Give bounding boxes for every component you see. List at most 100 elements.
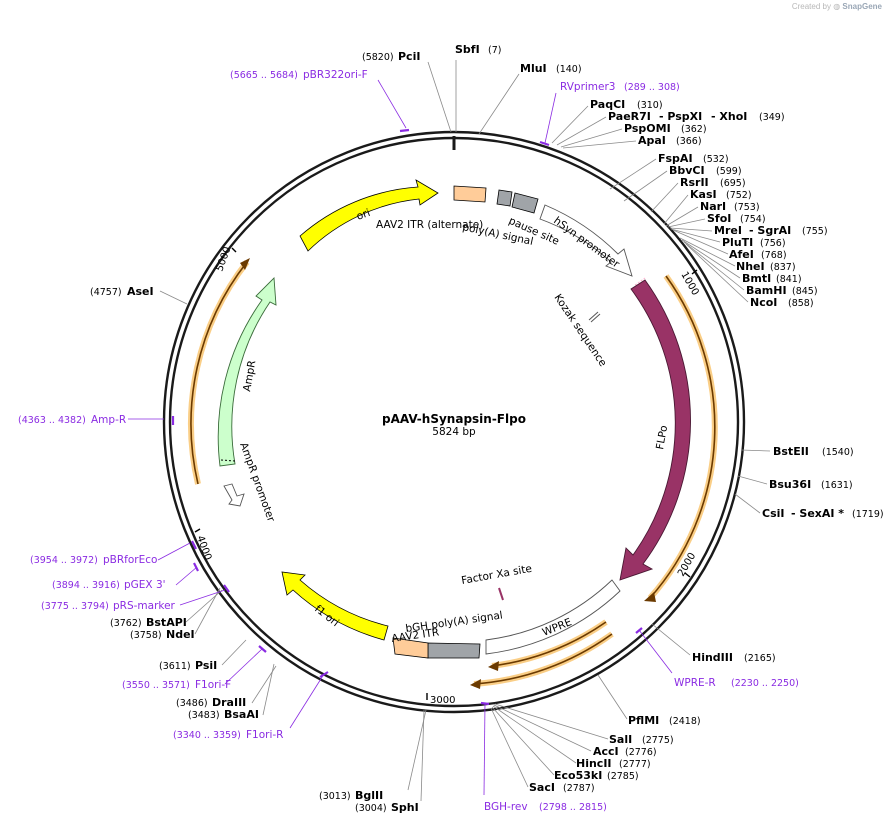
orf-band-lower-2-head <box>470 679 481 689</box>
leader-bamhi <box>683 241 745 291</box>
site-pos-psii: (3611) <box>159 661 191 672</box>
orf-band-lower-1-head <box>488 661 499 671</box>
site-leaders <box>159 60 771 802</box>
site-pos-eco53ki: (2785) <box>607 771 639 782</box>
site-name-bmti: BmtI <box>742 272 771 285</box>
site-pos-bsaai: (3483) <box>188 710 220 721</box>
primer-range-f1orir: (3340 .. 3359) <box>173 730 241 741</box>
plasmid-length: 5824 bp <box>432 426 476 438</box>
leader-bsteii <box>740 449 771 452</box>
leader-asei <box>159 290 188 305</box>
leader-pflmi <box>597 674 628 720</box>
tick-label-5000: 5000 <box>214 245 233 273</box>
kozak-mark-b <box>590 313 601 323</box>
site-pos-pflmi: (2418) <box>669 716 701 727</box>
primer-tick-bghrev <box>480 701 490 706</box>
leader-afei <box>672 229 729 255</box>
site-pos-sbfi: (7) <box>488 45 501 56</box>
hsyn-promoter-feature <box>539 204 633 277</box>
leader-rsrii <box>650 182 679 213</box>
site-name-xhoi: - XhoI <box>711 110 747 123</box>
site-pos-xhoi: (349) <box>759 112 785 123</box>
leader-nari <box>665 206 699 227</box>
leader-mlui <box>478 73 520 135</box>
site-name-csii: CsiI <box>762 507 784 520</box>
primer-leader-pgex3 <box>175 566 198 586</box>
site-name-asei: AseI <box>127 285 154 298</box>
leader-pcii <box>427 61 452 133</box>
tick-mark-2000 <box>684 572 691 578</box>
site-name-bsteii: BstEII <box>773 445 809 458</box>
leader-mrei <box>669 227 713 232</box>
site-name-bglii: BglII <box>355 789 383 802</box>
ori-label: ori <box>355 207 372 223</box>
leader-hincii <box>492 705 577 764</box>
leader-bbvci <box>623 170 668 202</box>
primer-tick-f1orir <box>319 671 329 678</box>
site-pos-pspomi: (362) <box>681 124 707 135</box>
leader-bsaai <box>262 663 275 716</box>
site-pos-hincii: (2777) <box>619 759 651 770</box>
primer-leader-pbrforeco <box>157 542 191 561</box>
snapgene-logo-icon: ◍ <box>833 2 841 11</box>
site-pos-bamhi: (845) <box>792 286 818 297</box>
site-pos-sphi: (3004) <box>355 803 387 814</box>
tick-mark-4000 <box>194 528 201 533</box>
kozak-label: Kozak sequence <box>552 292 609 369</box>
site-pos-acci: (2776) <box>625 747 657 758</box>
site-pos-mlui: (140) <box>556 64 582 75</box>
site-pos-nari: (753) <box>734 202 760 213</box>
itr-alternate-feature <box>453 185 487 203</box>
primer-name-f1orir: F1ori-R <box>246 729 283 741</box>
primer-tick-pbr322ori <box>399 128 410 133</box>
polya-signal-feature <box>496 189 513 207</box>
primer-name-ampr: Amp-R <box>91 414 126 426</box>
orf-band-right-head <box>644 592 656 602</box>
site-name-kasi: KasI <box>690 188 717 201</box>
orf-band-lower-2-line <box>473 633 613 685</box>
primer-leader-pbr322ori <box>377 79 407 129</box>
primer-name-prsmarker: pRS-marker <box>113 600 176 612</box>
bgh-polya-feature <box>427 642 481 659</box>
flpo-label: FLPo <box>654 425 670 451</box>
site-pos-sexai: (1719) <box>852 509 884 520</box>
hsyn-promoter-label: hSyn promoter <box>551 215 622 271</box>
primer-range-pbr322ori: (5665 .. 5684) <box>230 70 298 81</box>
site-pos-asei: (4757) <box>90 287 122 298</box>
primer-name-f1orif: F1ori-F <box>195 679 231 691</box>
site-name-mrei: MreI <box>714 224 742 237</box>
site-name-pspomi: PspOMI <box>624 122 671 135</box>
site-pos-sfoi: (754) <box>740 214 766 225</box>
leader-pspomi <box>560 128 623 148</box>
site-name-rsrii: RsrII <box>680 176 709 189</box>
leader-sfoi <box>667 218 706 228</box>
leader-ndei <box>194 587 221 635</box>
primer-tick-pgex3 <box>193 562 199 572</box>
site-name-sphi: SphI <box>391 801 419 814</box>
site-pos-ndei: (3758) <box>130 630 162 641</box>
orf-band-left-head <box>240 258 250 270</box>
primer-range-wprer: (2230 .. 2250) <box>731 678 799 689</box>
primer-markers <box>128 79 673 796</box>
site-name-sbfi: SbfI <box>455 43 480 56</box>
backbone <box>162 130 746 714</box>
site-name-plutii: PluTI <box>722 236 753 249</box>
site-name-afei: AfeI <box>729 248 754 261</box>
leader-acci <box>493 704 592 752</box>
site-pos-paqci: (310) <box>637 100 663 111</box>
primer-tick-wprer <box>635 627 643 634</box>
primer-leader-f1orif <box>224 648 263 685</box>
leader-sphi <box>420 709 425 802</box>
site-name-sexai: - SexAI * <box>791 507 844 520</box>
primer-range-f1orif: (3550 .. 3571) <box>122 680 190 691</box>
primer-name-bghrev: BGH-rev <box>484 801 528 813</box>
site-name-drai: DraIII <box>212 696 246 709</box>
site-name-sgrai: - SgrAI <box>749 224 791 237</box>
primer-range-pbrforeco: (3954 .. 3972) <box>30 555 98 566</box>
site-name-nhei: NheI <box>736 260 765 273</box>
kozak-mark-a <box>588 311 599 321</box>
site-labels: (5820) PciI SbfI (7) MluI (140) PaqCI (3… <box>90 43 884 814</box>
tick-mark-1000 <box>691 269 698 275</box>
leader-apai <box>562 140 637 149</box>
site-name-bamhi: BamHI <box>746 284 787 297</box>
